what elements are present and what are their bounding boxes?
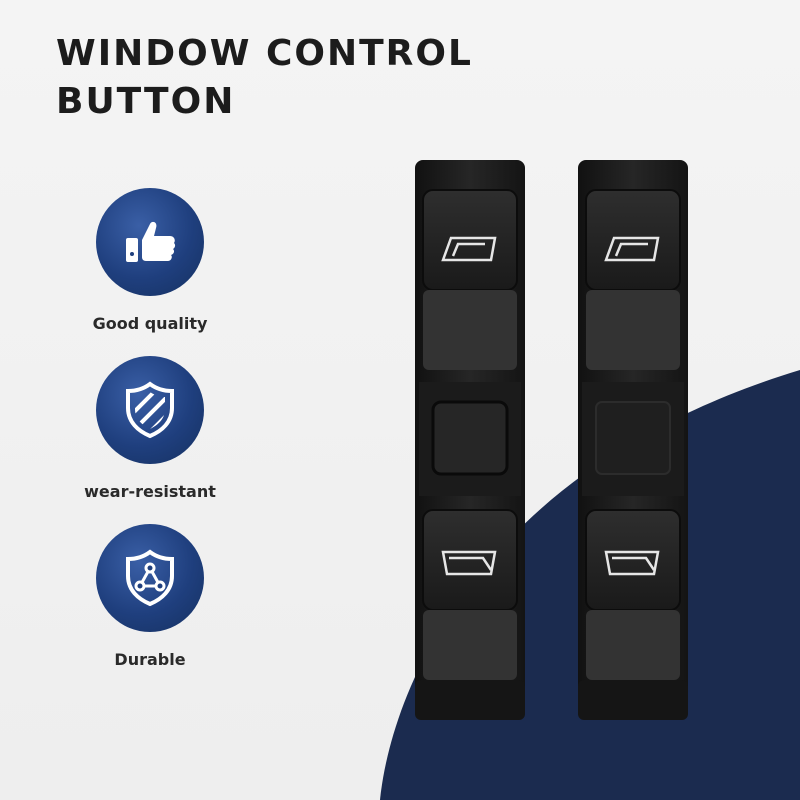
striped-shield-icon <box>126 381 174 439</box>
durable-badge <box>96 524 204 632</box>
window-down-icon <box>441 550 497 576</box>
window-down-icon <box>604 550 660 576</box>
feature-label: Durable <box>114 650 186 669</box>
feature-label: Good quality <box>92 314 208 333</box>
window-up-icon <box>604 236 660 262</box>
feature-good-quality: Good quality <box>70 188 230 333</box>
window-switch-left <box>415 160 525 720</box>
wear-badge <box>96 356 204 464</box>
feature-durable: Durable <box>70 524 230 669</box>
page-title: WINDOW CONTROL BUTTON <box>56 33 473 122</box>
feature-wear-resistant: wear-resistant <box>70 356 230 501</box>
window-switch-right <box>578 160 688 720</box>
quality-badge <box>96 188 204 296</box>
thumbs-up-icon <box>126 221 176 262</box>
feature-label: wear-resistant <box>84 482 216 501</box>
window-up-icon <box>441 236 497 262</box>
triangle-shield-icon <box>126 549 174 607</box>
